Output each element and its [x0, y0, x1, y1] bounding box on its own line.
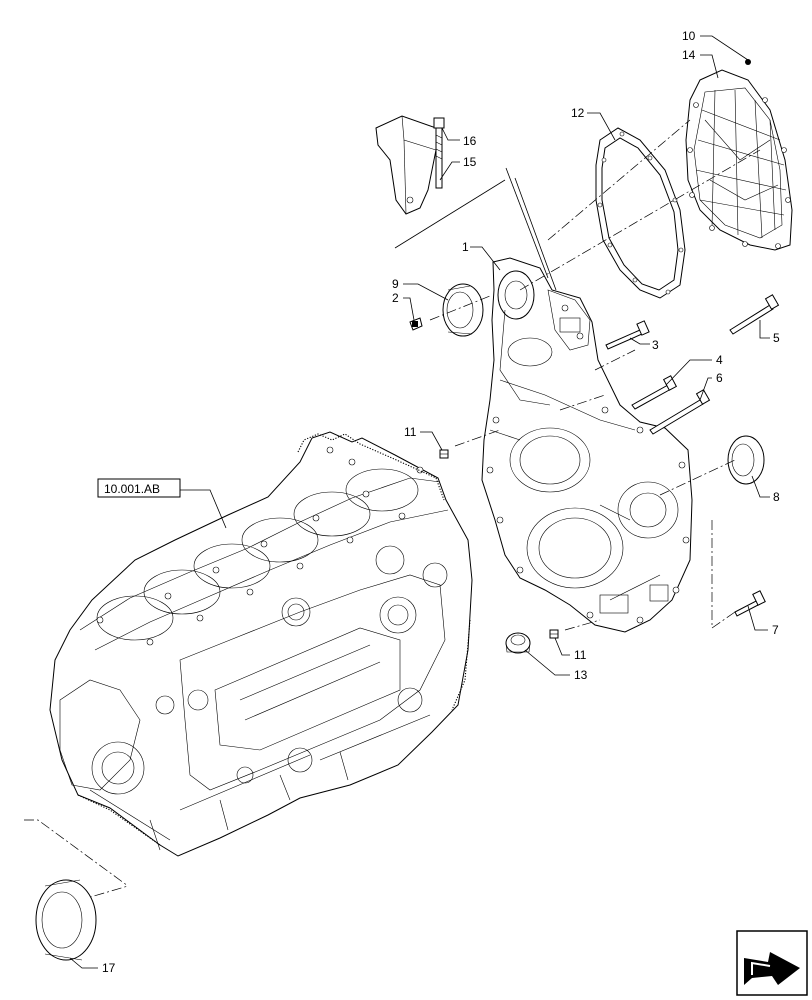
- center-lines: [24, 119, 761, 907]
- cover-gasket: [595, 127, 686, 299]
- assembly-lines: [394, 167, 557, 291]
- timing-gear-housing: [481, 257, 693, 633]
- bolt-7: [734, 590, 766, 617]
- screw-11-lower: [549, 629, 559, 639]
- callout-4: 4: [716, 353, 723, 367]
- front-cover: [685, 69, 793, 251]
- callout-11-upper: 11: [404, 425, 417, 439]
- engine-block: [49, 431, 473, 857]
- plug-13: [505, 632, 531, 654]
- bracket-bolt: [433, 117, 445, 189]
- callout-6: 6: [716, 371, 723, 385]
- callout-12: 12: [571, 106, 585, 120]
- mounting-bracket: [375, 115, 437, 215]
- bolt-5: [729, 294, 780, 335]
- callout-11-lower: 11: [574, 648, 587, 662]
- callout-8: 8: [773, 490, 780, 504]
- callout-9: 9: [392, 277, 399, 291]
- callout-16: 16: [463, 134, 477, 148]
- screw-11-upper: [439, 449, 449, 459]
- callout-1: 1: [462, 240, 469, 254]
- section-reference-label: 10.001.AB: [104, 482, 160, 496]
- oil-seal-upper: [442, 283, 484, 337]
- section-reference-link[interactable]: 10.001.AB: [97, 478, 181, 498]
- rear-oil-seal: [35, 879, 97, 961]
- callout-2: 2: [392, 291, 399, 305]
- leader-lines: [69, 35, 770, 969]
- next-page-arrow-icon[interactable]: [736, 930, 808, 996]
- callout-14: 14: [682, 48, 696, 62]
- screw-10: [745, 59, 751, 65]
- bolt-3: [605, 320, 650, 350]
- callout-7: 7: [772, 623, 779, 637]
- oil-seal-8: [727, 435, 765, 485]
- callout-labels: 1 2 3 4 5 6 7 8 9 10 11 11 12 13 14 15 1…: [102, 29, 780, 975]
- callout-17: 17: [102, 961, 116, 975]
- callout-5: 5: [773, 331, 780, 345]
- callout-3: 3: [652, 338, 659, 352]
- screw-2: [409, 317, 423, 331]
- callout-10: 10: [682, 29, 696, 43]
- callout-15: 15: [463, 155, 477, 169]
- bolt-6: [649, 389, 711, 435]
- callout-13: 13: [574, 668, 588, 682]
